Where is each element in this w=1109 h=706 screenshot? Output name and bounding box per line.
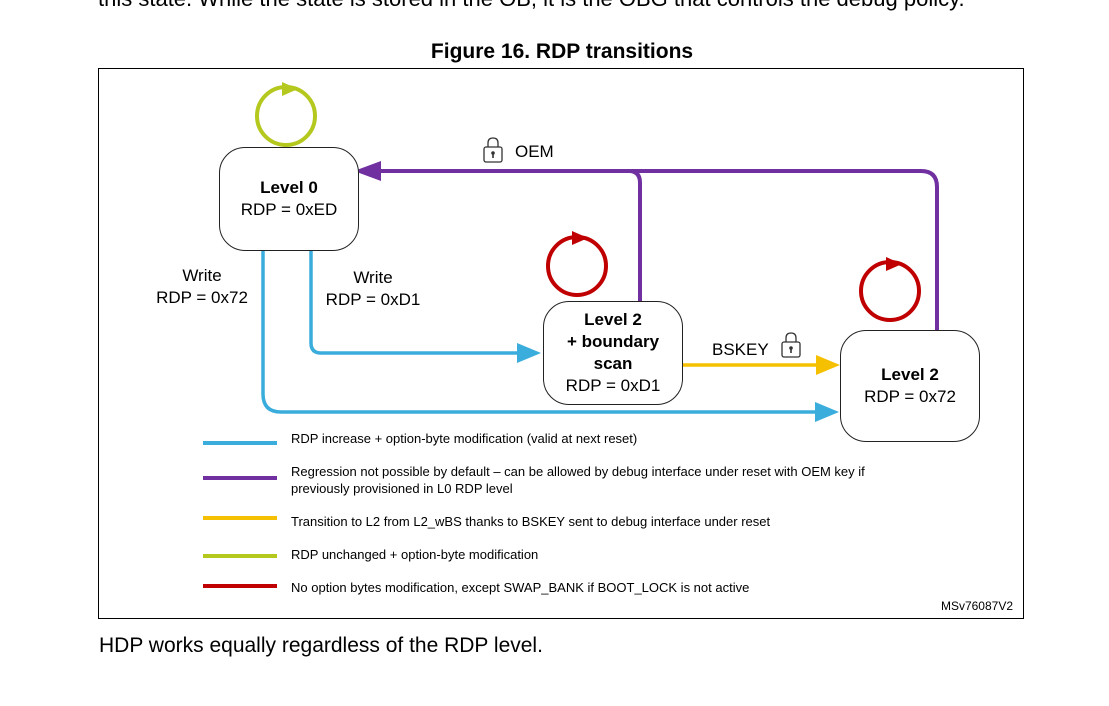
- figure-frame: Level 0 RDP = 0xED Level 2 + boundary sc…: [98, 68, 1024, 619]
- legend-text-blue: RDP increase + option-byte modification …: [291, 431, 638, 446]
- bskey-arrow: [683, 355, 840, 375]
- edge-label-bskey: BSKEY: [712, 340, 769, 359]
- lock-icon: [781, 332, 801, 358]
- lock-icon: [483, 137, 503, 163]
- edge-label-write-72: Write RDP = 0x72: [147, 265, 257, 309]
- node-level2-rdp: RDP = 0x72: [864, 387, 956, 406]
- self-loop-level2bs: [546, 231, 608, 297]
- edge-write72-line2: RDP = 0x72: [156, 288, 248, 307]
- node-level2bs-line2: + boundary: [566, 332, 660, 351]
- node-level2: Level 2 RDP = 0x72: [840, 330, 980, 442]
- write-72-arrow: [261, 251, 839, 422]
- edge-label-oem: OEM: [515, 142, 554, 161]
- node-level2bs-line3: scan: [593, 354, 633, 373]
- node-level0-rdp: RDP = 0xED: [240, 200, 338, 219]
- legend-text-olive: RDP unchanged + option-byte modification: [291, 547, 539, 562]
- edge-writeD1-line1: Write: [353, 268, 393, 287]
- edge-write72-line1: Write: [182, 266, 222, 285]
- diagram-canvas: [203, 82, 939, 588]
- node-level0-title: Level 0: [260, 178, 318, 197]
- node-level2bs-rdp: RDP = 0xD1: [565, 376, 661, 395]
- legend-text-yellow: Transition to L2 from L2_wBS thanks to B…: [291, 514, 771, 529]
- node-level2bs-line1: Level 2: [584, 310, 642, 329]
- top-paragraph-text: this state. While the state is stored in…: [98, 0, 1028, 12]
- figure-title: Figure 16. RDP transitions: [430, 40, 694, 63]
- bottom-paragraph-text: HDP works equally regardless of the RDP …: [99, 634, 543, 657]
- node-level2-boundary-scan: Level 2 + boundary scan RDP = 0xD1: [543, 301, 683, 405]
- legend-text-red: No option bytes modification, except SWA…: [291, 580, 750, 595]
- legend-text-purple: Regression not possible by default – can…: [291, 464, 865, 479]
- write-d1-arrow: [309, 251, 541, 363]
- node-level2-title: Level 2: [881, 365, 939, 384]
- self-loop-level0: [255, 82, 317, 147]
- node-level0: Level 0 RDP = 0xED: [219, 147, 359, 251]
- edge-writeD1-line2: RDP = 0xD1: [325, 290, 421, 309]
- oem-regression-arrow: [354, 161, 939, 331]
- edge-label-write-d1: Write RDP = 0xD1: [317, 267, 429, 311]
- legend-text-purple-2: previously provisioned in L0 RDP level: [291, 481, 513, 496]
- figure-code: MSv76087V2: [940, 599, 1013, 613]
- self-loop-level2: [859, 257, 921, 322]
